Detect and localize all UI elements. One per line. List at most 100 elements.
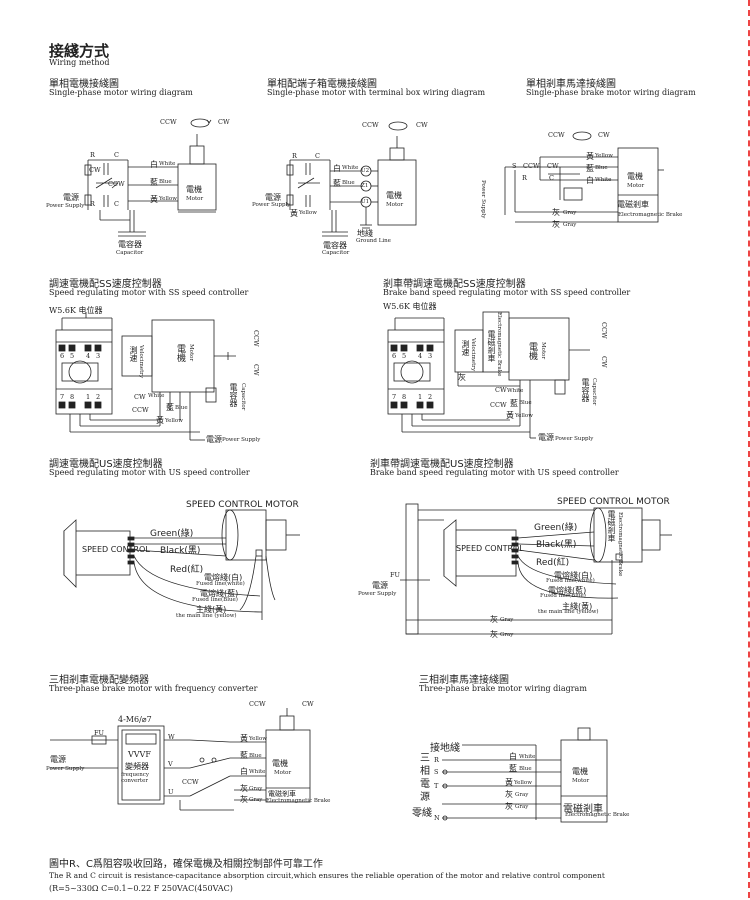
section-2-subtitle: Single-phase motor with terminal box wir… [267,88,486,97]
d8-motor-en: Motor [274,770,292,776]
d1-power-en: Power Supply [46,203,85,209]
d3-motor-en: Motor [627,183,645,189]
d2-wiring [286,159,361,237]
d3-s-label: S [512,162,517,170]
d5-ccw-switch: CCW [490,401,507,409]
d1-capacitor-en: Capacitor [116,250,144,256]
section-7-title: 剎車帶調速電機配US速度控制器 [370,459,514,470]
section-8-subtitle: Three-phase brake motor with frequency c… [49,684,258,693]
d2-ground-cn: 地綫 [357,229,373,238]
d8-brake-cn: 電磁剎車 [268,790,296,798]
d3-motor-cn: 電機 [627,172,643,181]
d5-brake-en: Electromagnetic Brake [496,312,502,377]
d4-ccw-switch: CCW [132,406,149,414]
d5-term-3: 3 [428,352,433,360]
d4-blue-en: Blue [175,405,188,411]
section-3-title: 單相剎車馬達接綫圖 [526,79,616,90]
d1-motor-cn: 電機 [186,185,202,194]
d4-capacitor-cn: 電容器 [229,383,238,407]
d2-ground-en: Ground Line [356,238,391,244]
d8-cw-label: CW [302,700,314,708]
d5-cw-label: CW [600,356,608,368]
d1-capacitor-cn: 電容器 [118,240,142,249]
page-subtitle: Wiring method [49,58,110,67]
d4-blue-cn: 藍 [166,403,174,412]
d1-c2-label: C [114,200,119,208]
section-7-subtitle: Brake band speed regulating motor with U… [370,468,619,477]
d2-terminals [360,165,378,229]
d3-yellow-cn: 黃 [586,152,594,161]
page-title: 接綫方式 [49,42,110,60]
d8-motor-cn: 電機 [272,759,288,768]
d4-speedometer-cn: 測速 [129,346,138,362]
d3-r-label: R [522,174,527,182]
d9-brake-cn: 電磁剎車 [563,804,603,815]
d2-power-en: Power Supply [252,202,291,208]
d4-term-6: 6 [60,352,65,360]
d7-controller-label: SPEED CONTROL [456,544,524,553]
d9-motor [560,727,608,823]
d7-gray2-en: Gray [500,632,514,638]
d5-term-5: 5 [402,352,407,360]
d8-ccw-switch: CCW [182,778,199,786]
d7-fuse-w-en: Fused line(white) [546,578,595,584]
d7-main-en: the main line (yellow) [538,609,599,615]
d5-term-2: 2 [428,393,433,401]
d9-blue-en: Blue [519,766,532,772]
d3-wiring [504,156,618,223]
d8-wiring [50,735,266,811]
d1-white-en: White [159,161,176,167]
d6-motor-title: SPEED CONTROL MOTOR [186,500,299,510]
d4-term-7: 7 [60,393,65,401]
d5-brake-cn: 電磁剎車 [487,330,496,362]
d6-motor [221,509,300,561]
d4-term-2: 2 [96,393,101,401]
d6-green-wire: Green(綠) [150,529,194,539]
d6-fuse-w-cn: 電熔綫(白) [204,573,243,582]
d5-capacitor-cn: 電容器 [581,378,590,402]
d6-black-wire: Black(黑) [160,546,201,556]
d4-speedometer-en: Velocimetry [138,345,144,379]
d4-cw-label: CW [252,364,260,376]
d9-white-cn: 白 [509,752,517,761]
d4-power-en: Power Supply [222,437,261,443]
footer-note-cn: 圖中R、C爲阻容吸收回路，確保電機及相關控制部件可靠工作 [49,859,323,870]
d2-z1-terminal: Z1 [361,183,369,189]
d4-term-1: 1 [86,393,91,401]
d8-white-cn: 白 [240,767,248,776]
d3-power-en: Power Supply [480,180,486,219]
section-6-subtitle: Speed regulating motor with US speed con… [49,468,250,477]
d3-c-label: C [549,174,554,182]
d5-motor [454,311,590,381]
d1-wiring [84,159,178,237]
d8-blue-cn: 藍 [240,751,248,760]
d2-u1-terminal: U1 [361,199,370,205]
section-1-subtitle: Single-phase motor wiring diagram [49,88,193,97]
d9-term-t: T [434,782,439,790]
d1-cw-label: CW [218,118,230,126]
d8-vvvf-label: VVVF [128,750,151,759]
d2-yellow-cn: 黃 [290,209,298,218]
d3-blue-cn: 藍 [586,164,594,173]
d8-ccw-label: CCW [249,700,266,708]
d4-term-8: 8 [70,393,75,401]
d1-white-cn: 白 [150,160,158,169]
d5-pot-label: W5.6K 电位器 [383,302,437,311]
d2-yellow-en: Yellow [299,210,317,216]
d7-power-en: Power Supply [358,591,397,597]
d7-gray1-cn: 灰 [490,615,498,624]
d2-rotation-arrow [388,121,408,131]
d4-motor [121,319,236,393]
d9-gray2-cn: 灰 [505,802,513,811]
d4-cw-switch: CW [134,393,146,401]
d5-gray-cn: 灰 [458,373,466,382]
d7-brake-cn: 電磁剎車 [607,510,616,542]
d6-fuse-w-en: Fused line(white) [196,581,245,587]
d9-neutral-label: 零綫 [412,808,432,819]
d3-yellow-en: Yellow [595,153,613,159]
section-5-subtitle: Brake band speed regulating motor with S… [383,288,631,297]
d9-brake-en: Electromagnetic Brake [565,812,630,818]
d8-gray2-en: Gray [249,797,263,803]
footer-values: (R=5~330Ω C=0.1~0.22 F 250VAC(450VAC) [49,884,233,893]
d7-fuse-w-cn: 電熔綫(白) [554,571,593,580]
